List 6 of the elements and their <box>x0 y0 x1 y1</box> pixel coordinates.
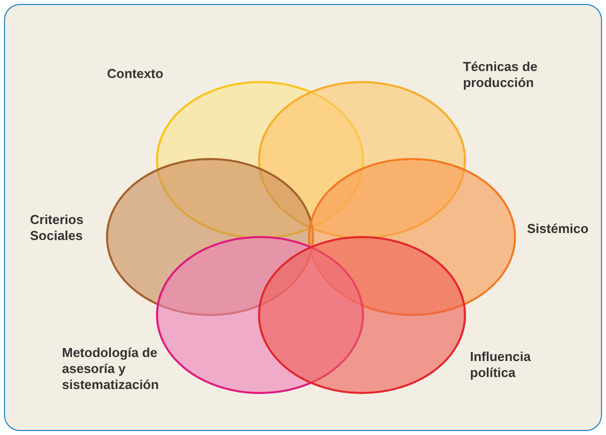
circle-label: Contexto <box>107 66 164 82</box>
circle-label: Técnicas de producción <box>463 59 538 91</box>
circle-label: Metodología de asesoría y sistematización <box>62 345 160 393</box>
circle-label: Sistémico <box>527 221 590 237</box>
circle-label: Criterios Sociales <box>30 212 84 244</box>
circle-label: Influencia política <box>470 349 532 381</box>
